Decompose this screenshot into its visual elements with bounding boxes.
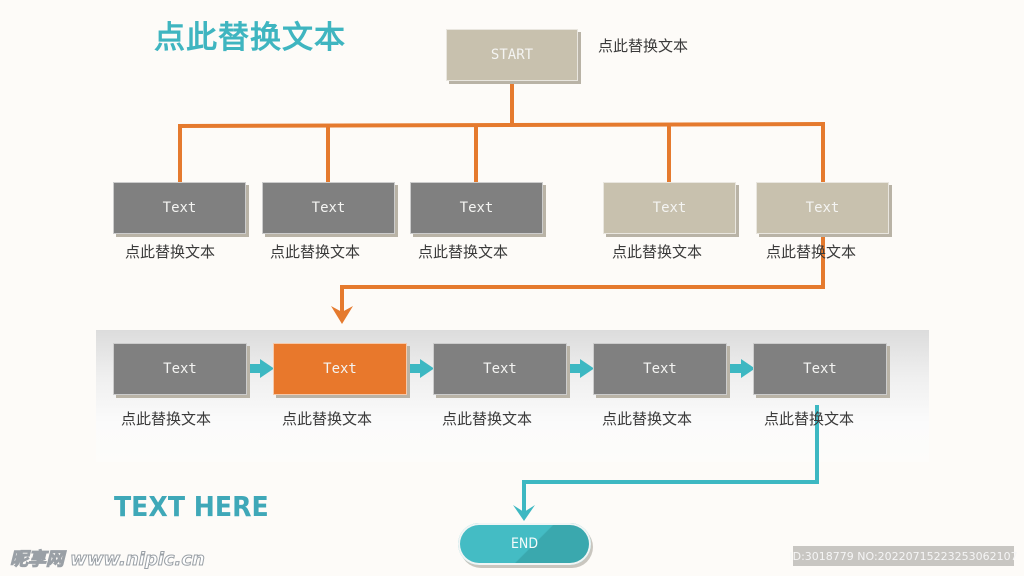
teal-arrows (248, 359, 755, 378)
start-box[interactable]: START (446, 29, 578, 81)
process-caption-3: 点此替换文本 (442, 410, 533, 428)
process-caption-5: 点此替换文本 (764, 410, 855, 428)
process-caption-2: 点此替换文本 (282, 410, 373, 428)
process-box-1[interactable]: Text (113, 343, 247, 395)
branch-box-2[interactable]: Text (262, 182, 395, 234)
process-box-3[interactable]: Text (433, 343, 567, 395)
branch-caption-3: 点此替换文本 (418, 243, 509, 261)
id-tag: ID:3018779 NO:20220715223253062107 (789, 546, 1018, 566)
process-caption-1: 点此替换文本 (121, 410, 212, 428)
arrow-right-teal-icon (568, 359, 594, 378)
orange-connectors (177, 82, 826, 312)
arrow-right-teal-icon (729, 359, 755, 378)
arrow-down-orange-icon (331, 306, 353, 324)
branch-box-5[interactable]: Text (756, 182, 889, 234)
process-caption-4: 点此替换文本 (602, 410, 693, 428)
branch-box-3[interactable]: Text (410, 182, 543, 234)
arrow-right-teal-icon (408, 359, 434, 378)
end-button[interactable]: END (458, 523, 591, 565)
branch-box-1[interactable]: Text (113, 182, 246, 234)
footer-heading: TEXT HERE (114, 490, 269, 523)
arrow-down-teal-icon (513, 505, 535, 521)
process-box-2[interactable]: Text (273, 343, 407, 395)
branch-caption-5: 点此替换文本 (766, 243, 857, 261)
branch-caption-4: 点此替换文本 (612, 243, 703, 261)
return-path (340, 215, 825, 312)
branch-box-4[interactable]: Text (603, 182, 736, 234)
start-note: 点此替换文本 (598, 37, 689, 55)
branch-bus (177, 122, 826, 128)
branch-caption-1: 点此替换文本 (125, 243, 216, 261)
watermark: 昵享网 www.nipic.cn (10, 549, 206, 571)
process-box-4[interactable]: Text (593, 343, 727, 395)
arrow-right-teal-icon (248, 359, 274, 378)
branch-caption-2: 点此替换文本 (270, 243, 361, 261)
page-title: 点此替换文本 (154, 20, 346, 56)
process-box-5[interactable]: Text (753, 343, 887, 395)
end-path (522, 405, 819, 514)
